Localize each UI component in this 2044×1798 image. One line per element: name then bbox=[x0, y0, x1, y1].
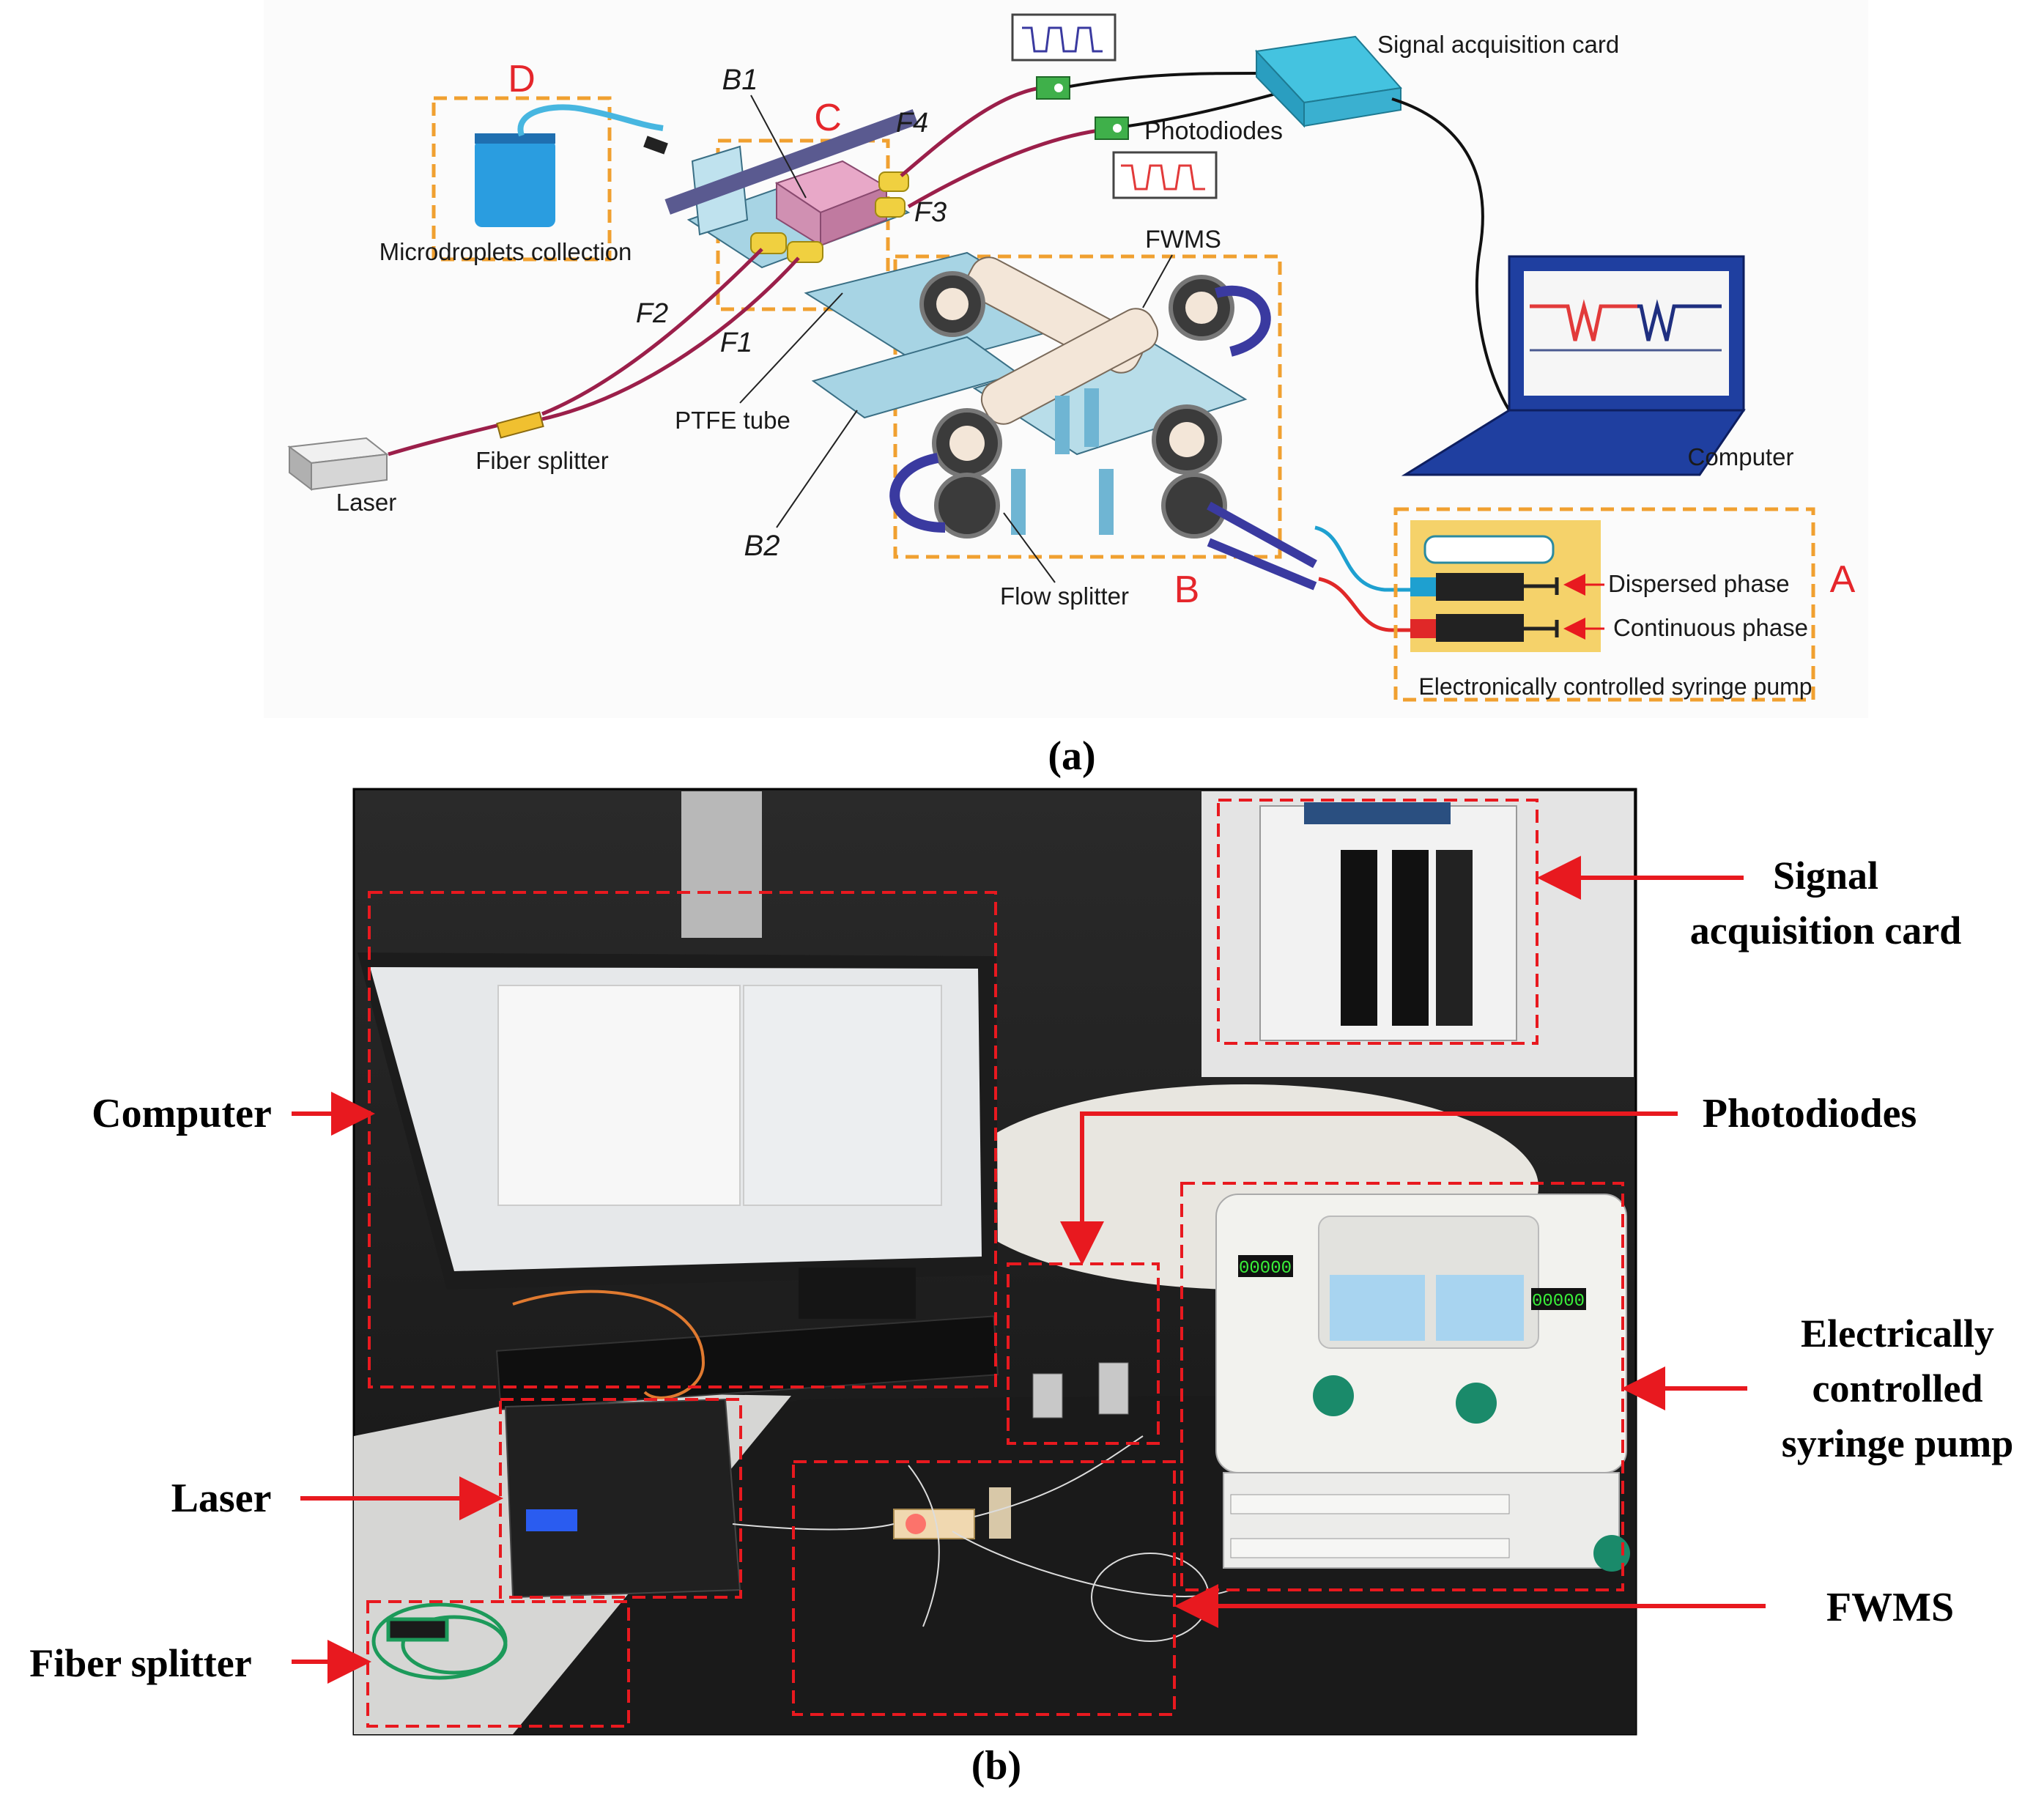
callout-fiber-splitter: Fiber splitter bbox=[29, 1641, 251, 1685]
fwms-label: FWMS bbox=[1145, 226, 1221, 254]
fiber-splitter-icon bbox=[496, 411, 544, 439]
f4-label: F4 bbox=[896, 108, 928, 138]
photo-shelf-shape bbox=[681, 791, 762, 938]
laser-box bbox=[499, 1398, 742, 1599]
flow-splitter-label: Flow splitter bbox=[1000, 582, 1129, 610]
pump-display-left: 00000 bbox=[1239, 1259, 1292, 1279]
computer-box bbox=[368, 891, 997, 1388]
syringe-pump-label: Electronically controlled syringe pump bbox=[1418, 673, 1812, 700]
b2-leader bbox=[776, 410, 858, 528]
laser-label: Laser bbox=[336, 489, 397, 516]
optical-fibers-shape bbox=[388, 86, 1100, 456]
caption-b: (b) bbox=[971, 1743, 1021, 1788]
photo-signal-chassis-icon bbox=[1259, 802, 1517, 1041]
collection-beaker-icon bbox=[475, 104, 664, 227]
fwms-leader bbox=[1142, 254, 1173, 308]
pump-display-right: 00000 bbox=[1532, 1292, 1585, 1311]
continuous-phase-label: Continuous phase bbox=[1613, 614, 1808, 641]
flow-splitter-leader bbox=[1003, 512, 1056, 583]
callout-signal-2: acquisition card bbox=[1690, 909, 1962, 952]
syringe-pump-icon bbox=[1410, 520, 1601, 652]
callout-laser: Laser bbox=[171, 1476, 272, 1521]
photo-laser-device-icon bbox=[504, 1398, 741, 1599]
region-b-letter: B bbox=[1174, 569, 1200, 611]
chip-platform-shape bbox=[643, 109, 919, 269]
signal-card-label: Signal acquisition card bbox=[1377, 31, 1619, 58]
photodiode-cable-1 bbox=[1069, 72, 1261, 88]
fwms-box bbox=[792, 1460, 1176, 1716]
callout-pump-2: controlled bbox=[1812, 1366, 1983, 1410]
photo-orange-fiber bbox=[512, 1290, 706, 1399]
laptop-computer-icon bbox=[1401, 255, 1746, 476]
panel-b-photo: 00000 00000 bbox=[352, 788, 1637, 1736]
fiber-splitter-label: Fiber splitter bbox=[475, 447, 609, 474]
region-c-letter: C bbox=[814, 97, 842, 139]
computer-label: Computer bbox=[1688, 443, 1794, 470]
dispersed-tube bbox=[1314, 525, 1414, 592]
region-d-box bbox=[432, 96, 612, 262]
ptfe-label: PTFE tube bbox=[675, 407, 790, 434]
signal-waveform-blue-icon bbox=[1011, 13, 1117, 62]
callout-computer: Computer bbox=[92, 1091, 272, 1136]
f2-label: F2 bbox=[636, 298, 668, 329]
b1-leader bbox=[750, 95, 807, 199]
callout-fwms: FWMS bbox=[1826, 1585, 1954, 1630]
callout-signal-1: Signal bbox=[1773, 854, 1878, 898]
fwms-flow-splitter-shape bbox=[804, 251, 1317, 591]
photodiodes-label: Photodiodes bbox=[1144, 117, 1283, 145]
f1-label: F1 bbox=[720, 328, 752, 358]
b1-label: B1 bbox=[722, 64, 758, 96]
photo-syringe-pump-icon: 00000 00000 bbox=[1215, 1194, 1630, 1572]
photo-monitor-icon bbox=[358, 952, 998, 1319]
photodiodes-arrow bbox=[1060, 1111, 1678, 1265]
ptfe-leader bbox=[739, 292, 843, 404]
microdroplets-label: Microdroplets collection bbox=[379, 238, 632, 265]
photo-fiber-splitter-icon bbox=[371, 1602, 508, 1680]
photo-photodiode-mounts-icon bbox=[1032, 1362, 1129, 1418]
dispersed-phase-label: Dispersed phase bbox=[1608, 570, 1790, 597]
signal-card-icon bbox=[1254, 35, 1402, 128]
b2-label: B2 bbox=[744, 530, 780, 562]
laser-box-icon bbox=[287, 437, 389, 492]
caption-a: (a) bbox=[1048, 733, 1095, 779]
region-d-letter: D bbox=[508, 58, 536, 100]
callout-photodiodes: Photodiodes bbox=[1703, 1091, 1917, 1136]
region-a-box bbox=[1393, 507, 1815, 702]
callout-pump-1: Electrically bbox=[1801, 1311, 1994, 1355]
callout-pump-3: syringe pump bbox=[1782, 1421, 2014, 1465]
photodiode-icon bbox=[1036, 76, 1129, 140]
region-c-box bbox=[716, 138, 890, 311]
callout-arrows bbox=[292, 856, 1766, 1684]
signal-waveform-red-icon bbox=[1112, 151, 1218, 199]
signal-card-box bbox=[1217, 799, 1538, 1045]
region-a-letter: A bbox=[1830, 558, 1856, 601]
card-computer-cable bbox=[1391, 97, 1511, 412]
panel-a-diagram: D Microdroplets collection C B1 F bbox=[264, 0, 1868, 718]
continuous-tube bbox=[1318, 577, 1414, 632]
